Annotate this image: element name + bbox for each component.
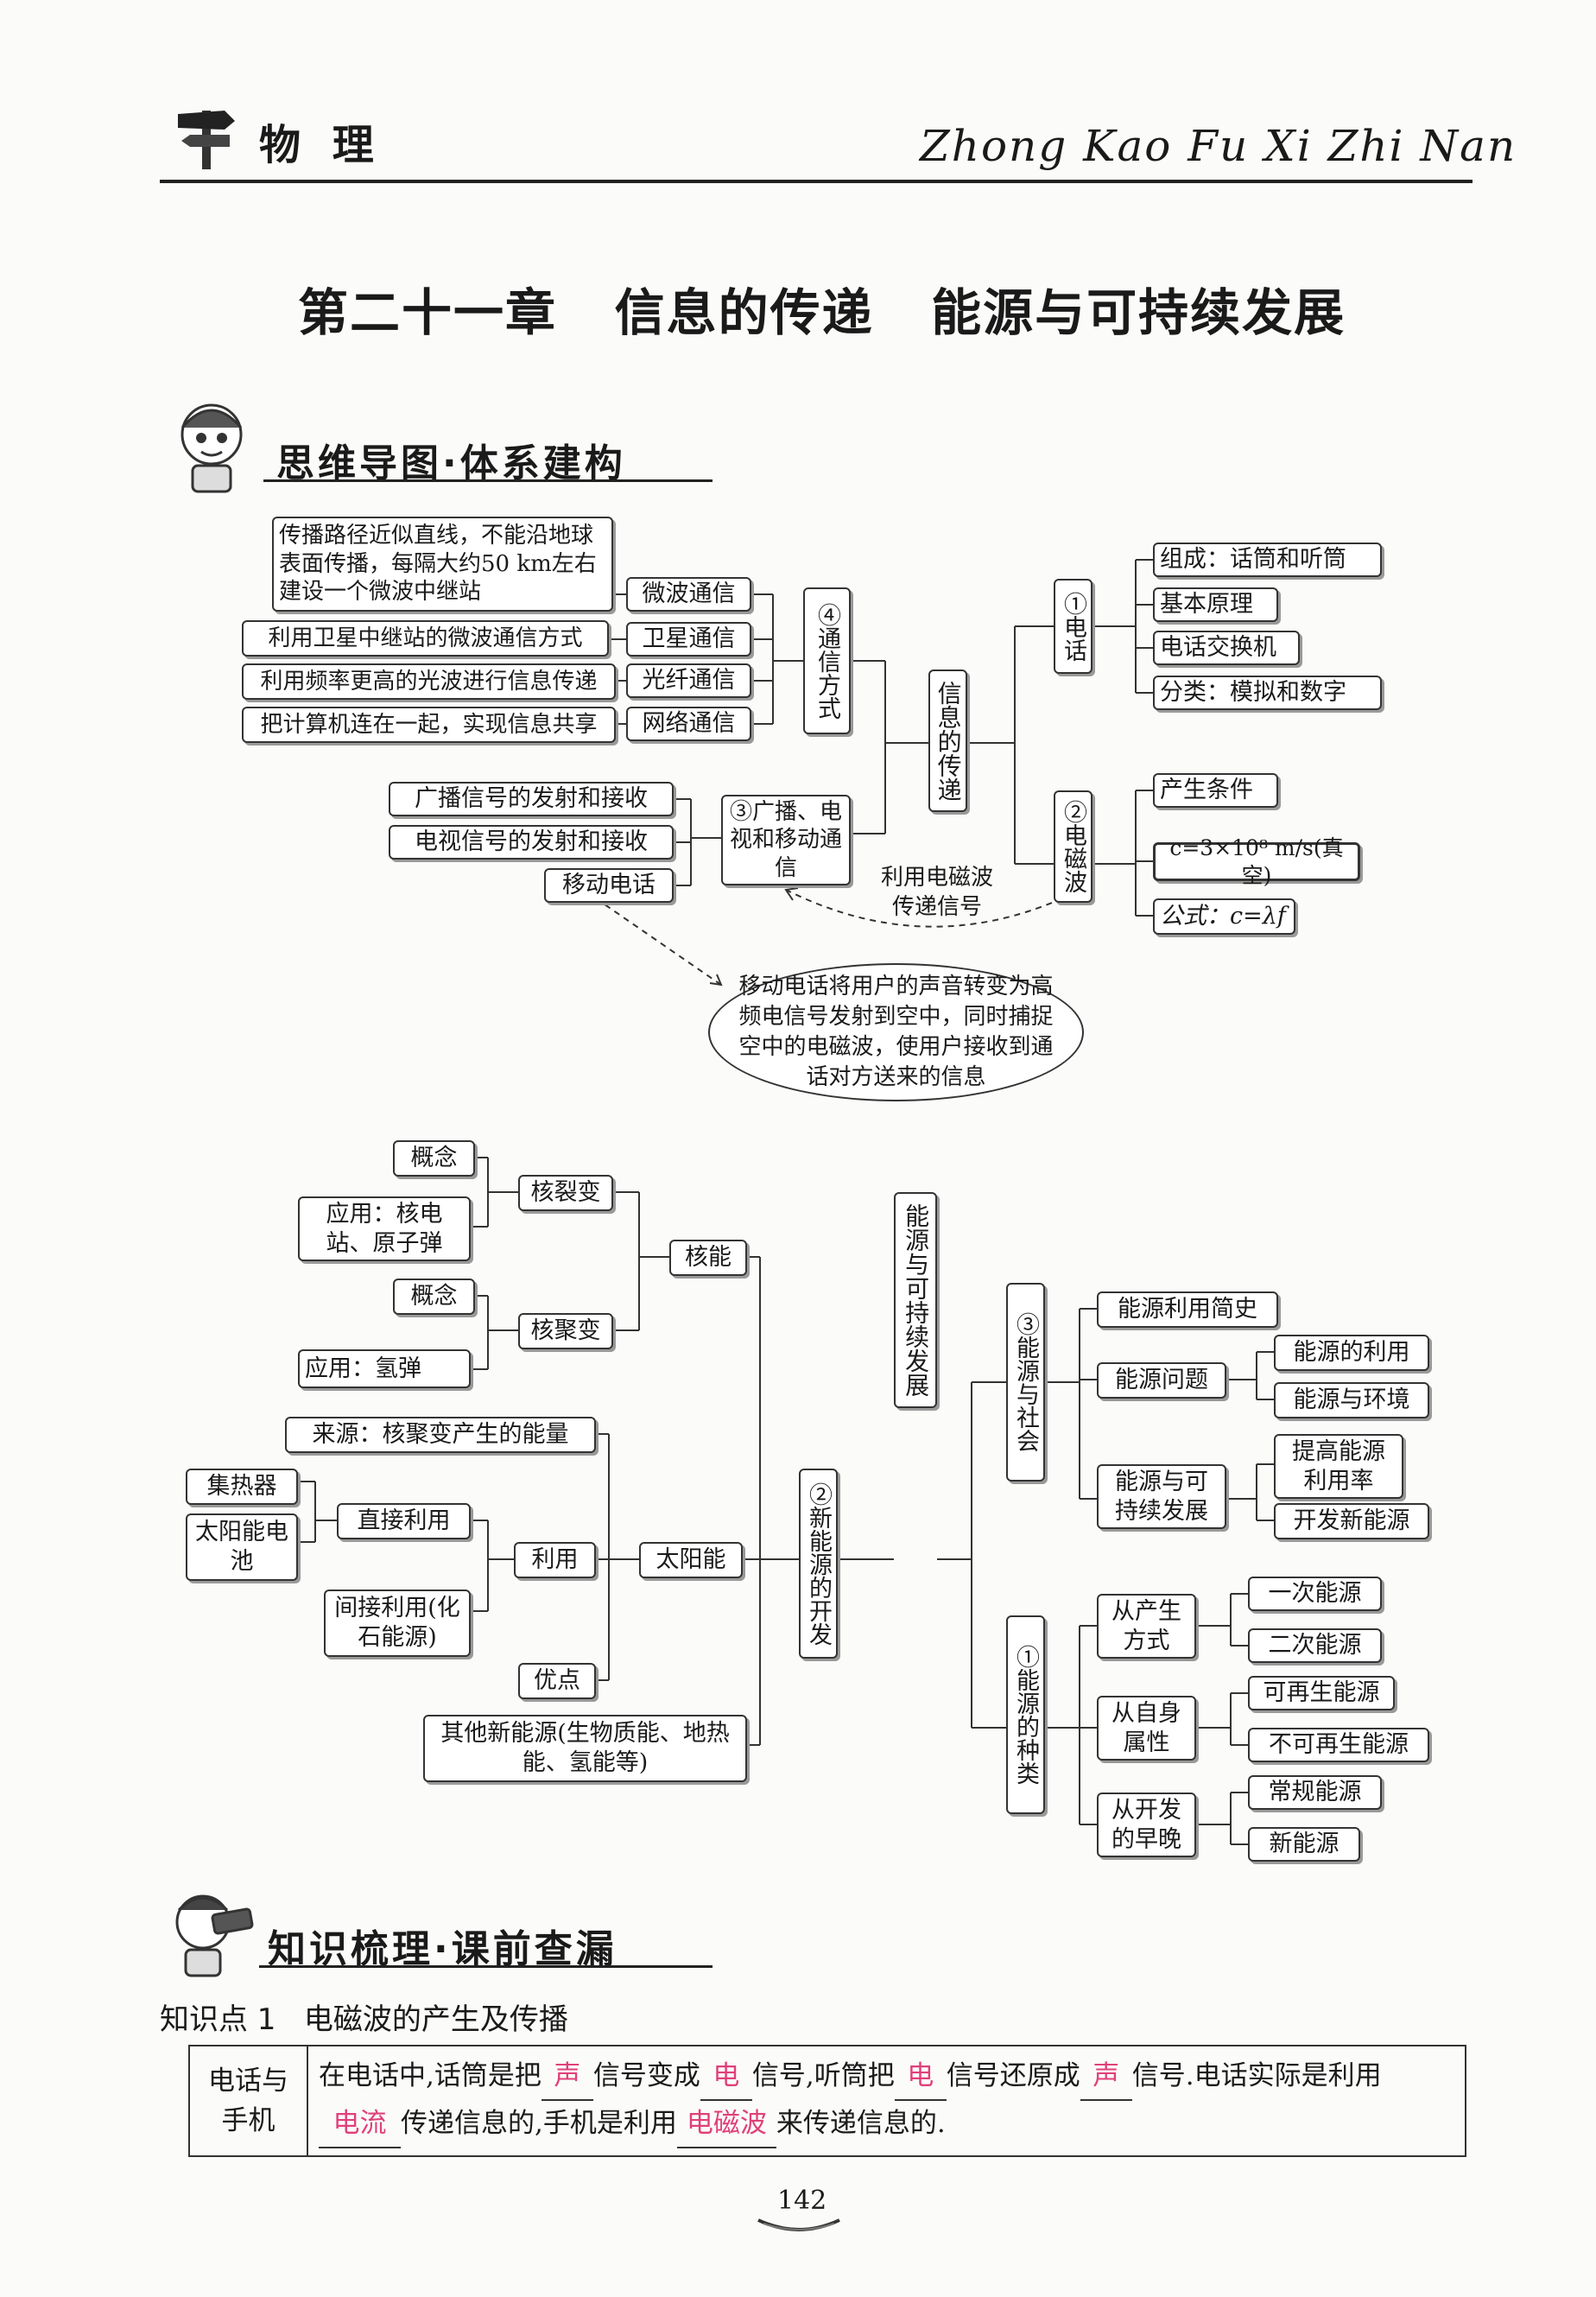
comm-item-microwave: 微波通信 bbox=[626, 577, 751, 612]
kind-group-3: 从开发的早晚 bbox=[1097, 1793, 1196, 1857]
kind-item-secondary: 二次能源 bbox=[1248, 1628, 1382, 1663]
solar-indirect: 间接利用(化石能源) bbox=[324, 1589, 471, 1657]
telephone-item-3: 电话交换机 bbox=[1153, 631, 1300, 665]
node-new-energy: ②新能源的开发 bbox=[799, 1469, 838, 1659]
text-segment: 来传递信息的. bbox=[776, 2108, 946, 2139]
fission-concept: 概念 bbox=[393, 1140, 475, 1177]
node-energy-society: ③能源与社会 bbox=[1006, 1283, 1045, 1482]
answer-blank: 声 bbox=[542, 2053, 593, 2101]
solar-use: 利用 bbox=[514, 1542, 596, 1578]
direct-collector: 集热器 bbox=[186, 1469, 298, 1505]
comm-item-fiber: 光纤通信 bbox=[626, 663, 751, 698]
broadcast-item-mobile: 移动电话 bbox=[544, 868, 674, 903]
kind-group-2: 从自身属性 bbox=[1097, 1696, 1196, 1761]
telephone-item-4: 分类：模拟和数字 bbox=[1153, 676, 1382, 710]
answer-blank: 电 bbox=[895, 2053, 947, 2101]
fission-application: 应用：核电站、原子弹 bbox=[298, 1196, 471, 1261]
answer-blank: 电磁波 bbox=[677, 2101, 776, 2148]
node-nuclear: 核能 bbox=[669, 1240, 747, 1276]
solar-direct: 直接利用 bbox=[337, 1503, 471, 1539]
answer-blank: 电 bbox=[700, 2053, 752, 2101]
banner-underline bbox=[259, 1965, 712, 1968]
node-broadcast: ③广播、电视和移动通信 bbox=[721, 795, 851, 885]
society-sustain: 能源与可持续发展 bbox=[1097, 1464, 1226, 1529]
text-segment: 信号,听筒把 bbox=[752, 2060, 895, 2091]
comm-desc-satellite: 利用卫星中继站的微波通信方式 bbox=[242, 620, 609, 657]
row-content: 在电话中,话筒是把声信号变成电信号,听筒把电信号还原成声信号.电话实际是利用电流… bbox=[307, 2046, 1466, 2156]
sustain-item-efficiency: 提高能源利用率 bbox=[1274, 1434, 1403, 1499]
solar-advantage: 优点 bbox=[518, 1663, 596, 1699]
node-solar: 太阳能 bbox=[639, 1542, 743, 1578]
fusion-concept: 概念 bbox=[393, 1279, 475, 1315]
knowledge-point-title: 知识点 1 电磁波的产生及传播 bbox=[160, 1996, 568, 2038]
text-segment: 信号.电话实际是利用 bbox=[1132, 2060, 1382, 2091]
comm-item-network: 网络通信 bbox=[626, 707, 751, 741]
telephone-item-1: 组成：话筒和听筒 bbox=[1153, 543, 1382, 577]
solar-source: 来源：核聚变产生的能量 bbox=[285, 1417, 596, 1453]
wave-item-1: 产生条件 bbox=[1153, 773, 1278, 808]
knowledge-table: 电话与手机 在电话中,话筒是把声信号变成电信号,听筒把电信号还原成声信号.电话实… bbox=[188, 2045, 1466, 2157]
text-segment: 传递信息的,手机是利用 bbox=[401, 2108, 677, 2139]
row-label-text: 电话与手机 bbox=[208, 2065, 288, 2137]
page-number: 142 bbox=[777, 2186, 820, 2216]
broadcast-item-tv: 电视信号的发射和接收 bbox=[389, 825, 674, 860]
kind-item-nonrenewable: 不可再生能源 bbox=[1248, 1728, 1429, 1762]
node-comm-methods: ④通信方式 bbox=[803, 587, 851, 734]
broadcast-item-radio: 广播信号的发射和接收 bbox=[389, 782, 674, 816]
cartoon-telescope-icon bbox=[160, 1879, 263, 1983]
fusion-application: 应用：氢弹 bbox=[298, 1349, 471, 1388]
node-fusion: 核聚变 bbox=[518, 1313, 613, 1349]
kind-item-conventional: 常规能源 bbox=[1248, 1775, 1382, 1810]
answer-blank: 电流 bbox=[319, 2101, 401, 2148]
kind-item-primary: 一次能源 bbox=[1248, 1577, 1382, 1611]
sustain-item-new: 开发新能源 bbox=[1274, 1503, 1429, 1539]
arrow-label-em-wave: 利用电磁波传递信号 bbox=[872, 864, 1002, 923]
problem-item-environment: 能源与环境 bbox=[1274, 1382, 1429, 1418]
text-segment: 在电话中,话筒是把 bbox=[319, 2060, 542, 2091]
row-label: 电话与手机 bbox=[189, 2046, 307, 2156]
kind-item-renewable: 可再生能源 bbox=[1248, 1676, 1395, 1710]
comm-desc-network: 把计算机连在一起，实现信息共享 bbox=[242, 707, 616, 743]
answer-blank: 声 bbox=[1080, 2053, 1132, 2101]
wave-item-3: 公式：c=λf bbox=[1153, 898, 1295, 935]
text-segment: 信号还原成 bbox=[947, 2060, 1080, 2091]
node-telephone: ①电话 bbox=[1054, 579, 1092, 674]
node-energy-kinds: ①能源的种类 bbox=[1006, 1615, 1045, 1814]
wave-item-2: c=3×10⁸ m/s(真空) bbox=[1153, 842, 1360, 881]
root-info-transfer: 信息的传递 bbox=[928, 669, 967, 812]
direct-solar-cell: 太阳能电池 bbox=[186, 1513, 298, 1581]
root-energy-sustainability: 能源与可持续发展 bbox=[894, 1192, 937, 1408]
comm-item-satellite: 卫星通信 bbox=[626, 622, 751, 657]
other-new-energy: 其他新能源(生物质能、地热能、氢能等) bbox=[423, 1715, 747, 1782]
kind-item-new: 新能源 bbox=[1248, 1827, 1360, 1862]
society-history: 能源利用简史 bbox=[1097, 1291, 1278, 1328]
text-segment: 信号变成 bbox=[593, 2060, 700, 2091]
telephone-item-2: 基本原理 bbox=[1153, 587, 1278, 622]
kind-group-1: 从产生方式 bbox=[1097, 1594, 1196, 1659]
comm-desc-fiber: 利用频率更高的光波进行信息传递 bbox=[242, 663, 616, 700]
problem-item-use: 能源的利用 bbox=[1274, 1335, 1429, 1371]
comm-desc-microwave: 传播路径近似直线，不能沿地球表面传播，每隔大约50 km左右建设一个微波中继站 bbox=[272, 517, 613, 612]
node-em-wave: ②电磁波 bbox=[1054, 790, 1092, 903]
society-problem: 能源问题 bbox=[1097, 1362, 1226, 1399]
node-fission: 核裂变 bbox=[518, 1175, 613, 1211]
mobile-phone-note: 移动电话将用户的声音转变为高频电信号发射到空中，同时捕捉空中的电磁波，使用户接收… bbox=[708, 963, 1084, 1101]
